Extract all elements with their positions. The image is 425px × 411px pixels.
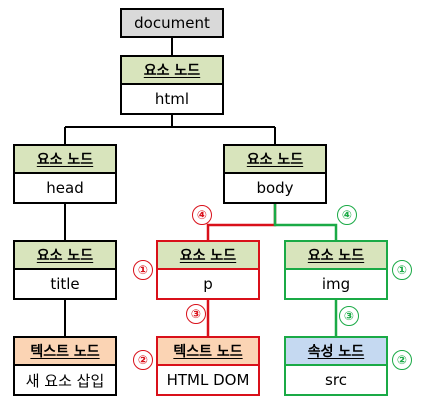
node-p-type-label: 요소 노드	[179, 248, 237, 264]
node-body: 요소 노드 body	[223, 144, 327, 204]
node-attr-src-value: src	[325, 371, 347, 389]
marker-img-attr: ③	[339, 306, 359, 326]
marker-text-p: ②	[133, 350, 153, 370]
document-node: document	[120, 8, 224, 38]
marker-attr-src: ②	[392, 350, 412, 370]
marker-body-img: ④	[337, 205, 357, 225]
node-p-type: 요소 노드	[158, 242, 258, 270]
node-html-type: 요소 노드	[122, 57, 222, 85]
node-p: 요소 노드 p	[156, 240, 260, 300]
node-title: 요소 노드 title	[13, 240, 117, 300]
node-text-title-value: 새 요소 삽입	[25, 371, 105, 390]
node-attr-src-type: 속성 노드	[286, 338, 386, 366]
node-text-title-type: 텍스트 노드	[15, 338, 115, 366]
marker-img: ①	[392, 260, 412, 280]
edge-body-img	[273, 204, 338, 240]
node-html-type-label: 요소 노드	[143, 63, 201, 79]
node-html-value: html	[154, 90, 190, 108]
node-body-type: 요소 노드	[225, 146, 325, 174]
node-head: 요소 노드 head	[13, 144, 117, 204]
marker-p: ①	[133, 260, 153, 280]
edge-body-p	[206, 204, 277, 240]
node-attr-src: 속성 노드 src	[284, 336, 388, 396]
node-body-value: body	[256, 179, 294, 197]
node-head-type: 요소 노드	[15, 146, 115, 174]
node-text-p: 텍스트 노드 HTML DOM	[156, 336, 260, 396]
node-img-type: 요소 노드	[286, 242, 386, 270]
node-text-p-type: 텍스트 노드	[158, 338, 258, 366]
node-title-type: 요소 노드	[15, 242, 115, 270]
node-head-value: head	[46, 179, 84, 197]
node-text-title: 텍스트 노드 새 요소 삽입	[13, 336, 117, 396]
node-img-value: img	[321, 275, 351, 293]
node-attr-src-type-label: 속성 노드	[307, 344, 365, 360]
node-title-type-label: 요소 노드	[36, 248, 94, 264]
node-p-value: p	[203, 275, 213, 293]
node-text-p-value: HTML DOM	[166, 371, 250, 389]
node-text-title-type-label: 텍스트 노드	[30, 344, 100, 360]
marker-body-p: ④	[192, 205, 212, 225]
node-body-type-label: 요소 노드	[246, 152, 304, 168]
node-img: 요소 노드 img	[284, 240, 388, 300]
marker-p-text: ③	[186, 304, 206, 324]
node-head-type-label: 요소 노드	[36, 152, 94, 168]
node-html: 요소 노드 html	[120, 55, 224, 115]
node-img-type-label: 요소 노드	[307, 248, 365, 264]
node-title-value: title	[50, 275, 80, 293]
node-text-p-type-label: 텍스트 노드	[173, 344, 243, 360]
